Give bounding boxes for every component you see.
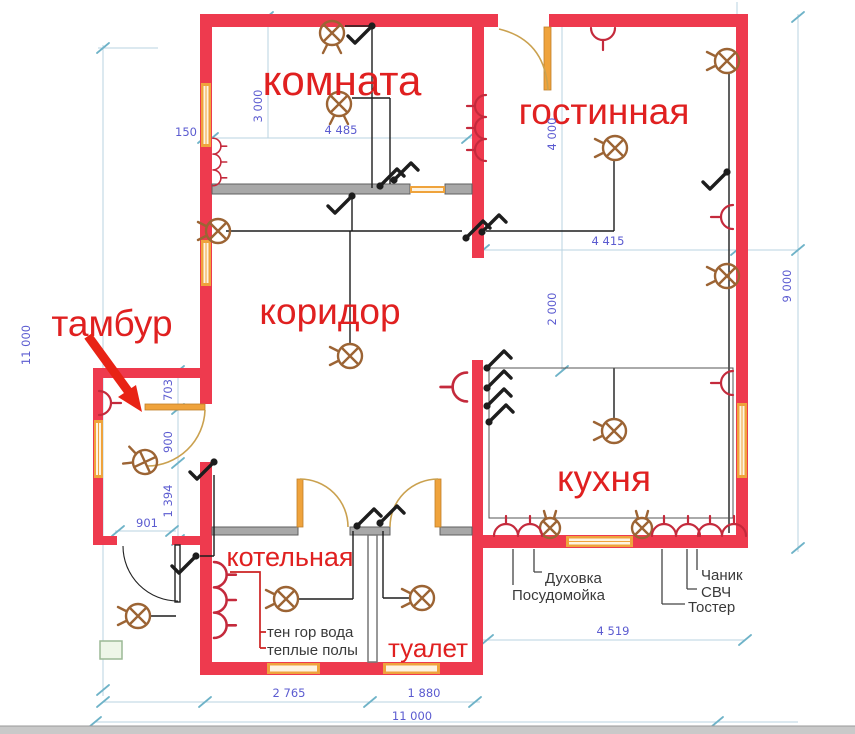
room-label-kotelnaya: котельная xyxy=(226,542,353,572)
door-entrance xyxy=(122,544,181,603)
door-gostinnaya xyxy=(498,26,552,91)
leader-duhovka xyxy=(533,549,542,573)
room-label-koridor: коридор xyxy=(259,291,400,332)
socket-double-icon xyxy=(492,514,544,538)
dim-komnata-w: 4 485 xyxy=(325,123,358,137)
dim-tualet-w: 1 880 xyxy=(408,686,441,700)
label-posudomoyka: Посудомойка xyxy=(512,587,606,604)
outdoor-lamp-icon xyxy=(116,602,152,630)
wall-tualet-left xyxy=(367,534,378,663)
partition-kotelnaya xyxy=(211,526,299,536)
ceiling-lamp-icon xyxy=(120,442,162,479)
socket-double-icon xyxy=(650,514,702,538)
wall-tambur-top xyxy=(93,368,200,378)
wall-bottom xyxy=(200,662,483,675)
dim-tambur-c: 1 394 xyxy=(161,485,175,518)
socket-icon xyxy=(439,371,469,403)
socket-pin-icon xyxy=(538,509,562,540)
label-chanik: Чаник xyxy=(701,567,743,584)
dim-passage: 2 000 xyxy=(545,293,559,326)
room-label-gostinnaya: гостинная xyxy=(519,91,690,132)
room-label-komnata: комната xyxy=(263,57,422,104)
windows xyxy=(94,83,747,674)
dim-bottom-total: 11 000 xyxy=(392,709,432,723)
label-svch: СВЧ xyxy=(701,584,731,601)
dim-kuhnya-w: 4 519 xyxy=(597,624,630,638)
window-kitchen xyxy=(566,536,633,547)
dimension-lines xyxy=(88,2,805,728)
door-kotelnaya xyxy=(296,478,349,528)
leader-toster xyxy=(661,549,685,605)
dim-kotelnaya-w: 2 765 xyxy=(273,686,306,700)
room-label-kuhnya: кухня xyxy=(557,458,651,499)
window-left-1 xyxy=(201,83,211,147)
wall-left-lower xyxy=(200,462,212,675)
wire-komnata-3 xyxy=(352,97,391,184)
wall-lamp-icon xyxy=(705,47,741,75)
dim-entry-w: 901 xyxy=(136,516,158,530)
wall-tambur-bottom-b xyxy=(172,536,200,545)
label-duhovka: Духовка xyxy=(545,570,603,587)
switch-icon xyxy=(701,166,733,191)
partitions xyxy=(211,183,473,663)
dim-komnata-h: 3 000 xyxy=(251,90,265,123)
green-square-marker xyxy=(99,640,123,660)
window-left-2 xyxy=(201,240,211,286)
room-label-tualet: туалет xyxy=(388,633,468,663)
ceiling-lamp-icon xyxy=(593,134,629,162)
appliance-leaders xyxy=(512,549,698,605)
window-bottom-edge xyxy=(0,725,855,734)
socket-icon xyxy=(589,26,617,52)
dim-tambur-a: 703 xyxy=(161,379,175,401)
wire-tualet xyxy=(382,531,409,599)
wire-tambur xyxy=(200,475,215,557)
heater-socket-group-icon xyxy=(212,560,238,640)
socket-pin-icon xyxy=(630,509,654,540)
heat-leader xyxy=(230,571,266,649)
partition-komnata-b xyxy=(444,183,473,195)
dim-offset150: 150 xyxy=(175,125,197,139)
window-tambur xyxy=(94,420,103,478)
label-toster: Тостер xyxy=(688,599,735,616)
ceiling-lamp-icon xyxy=(592,417,628,445)
dimension-labels: 11 000 9 000 3 000 4 485 150 4 000 4 415… xyxy=(19,90,794,723)
dim-right-total: 9 000 xyxy=(780,270,794,303)
window-right xyxy=(737,403,747,478)
socket-group-icon xyxy=(212,137,228,187)
window-bottom-1 xyxy=(267,663,320,674)
leader-svch xyxy=(686,549,697,590)
switch-icon xyxy=(481,349,513,374)
dim-gost-h: 4 000 xyxy=(545,118,559,151)
wiring xyxy=(151,25,734,649)
dim-tambur-b: 900 xyxy=(161,431,175,453)
ceiling-lamp-icon xyxy=(264,585,300,613)
tambur-arrow xyxy=(84,333,142,412)
wall-top-left xyxy=(200,14,498,27)
wall-top-right xyxy=(549,14,748,27)
switch-icon xyxy=(481,369,513,394)
wall-mid-lower xyxy=(472,360,483,675)
window-bottom-2 xyxy=(383,663,440,674)
dim-gost-w: 4 415 xyxy=(592,234,625,248)
wall-tambur-bottom-a xyxy=(93,536,117,545)
dim-left-total: 11 000 xyxy=(19,325,33,365)
room-label-tambur: тамбур xyxy=(51,303,172,344)
appliance-labels: Духовка Посудомойка Чаник СВЧ Тостер тен… xyxy=(267,567,743,659)
arrow-head-icon xyxy=(118,385,142,412)
partition-tualet xyxy=(439,526,473,536)
door-sill-komnata xyxy=(410,186,445,193)
label-teplye-poly: теплые полы xyxy=(267,642,358,659)
label-ten-gor-voda: тен гор вода xyxy=(267,624,354,641)
wire-gostinnaya xyxy=(486,160,615,232)
wire-kotelnaya xyxy=(299,531,354,600)
ceiling-lamp-icon xyxy=(328,342,364,370)
wall-left-upper xyxy=(200,14,212,404)
wall-lamp-icon xyxy=(705,262,741,290)
room-labels: комната гостинная коридор тамбур кухня к… xyxy=(51,57,689,663)
door-tualet xyxy=(389,478,442,528)
